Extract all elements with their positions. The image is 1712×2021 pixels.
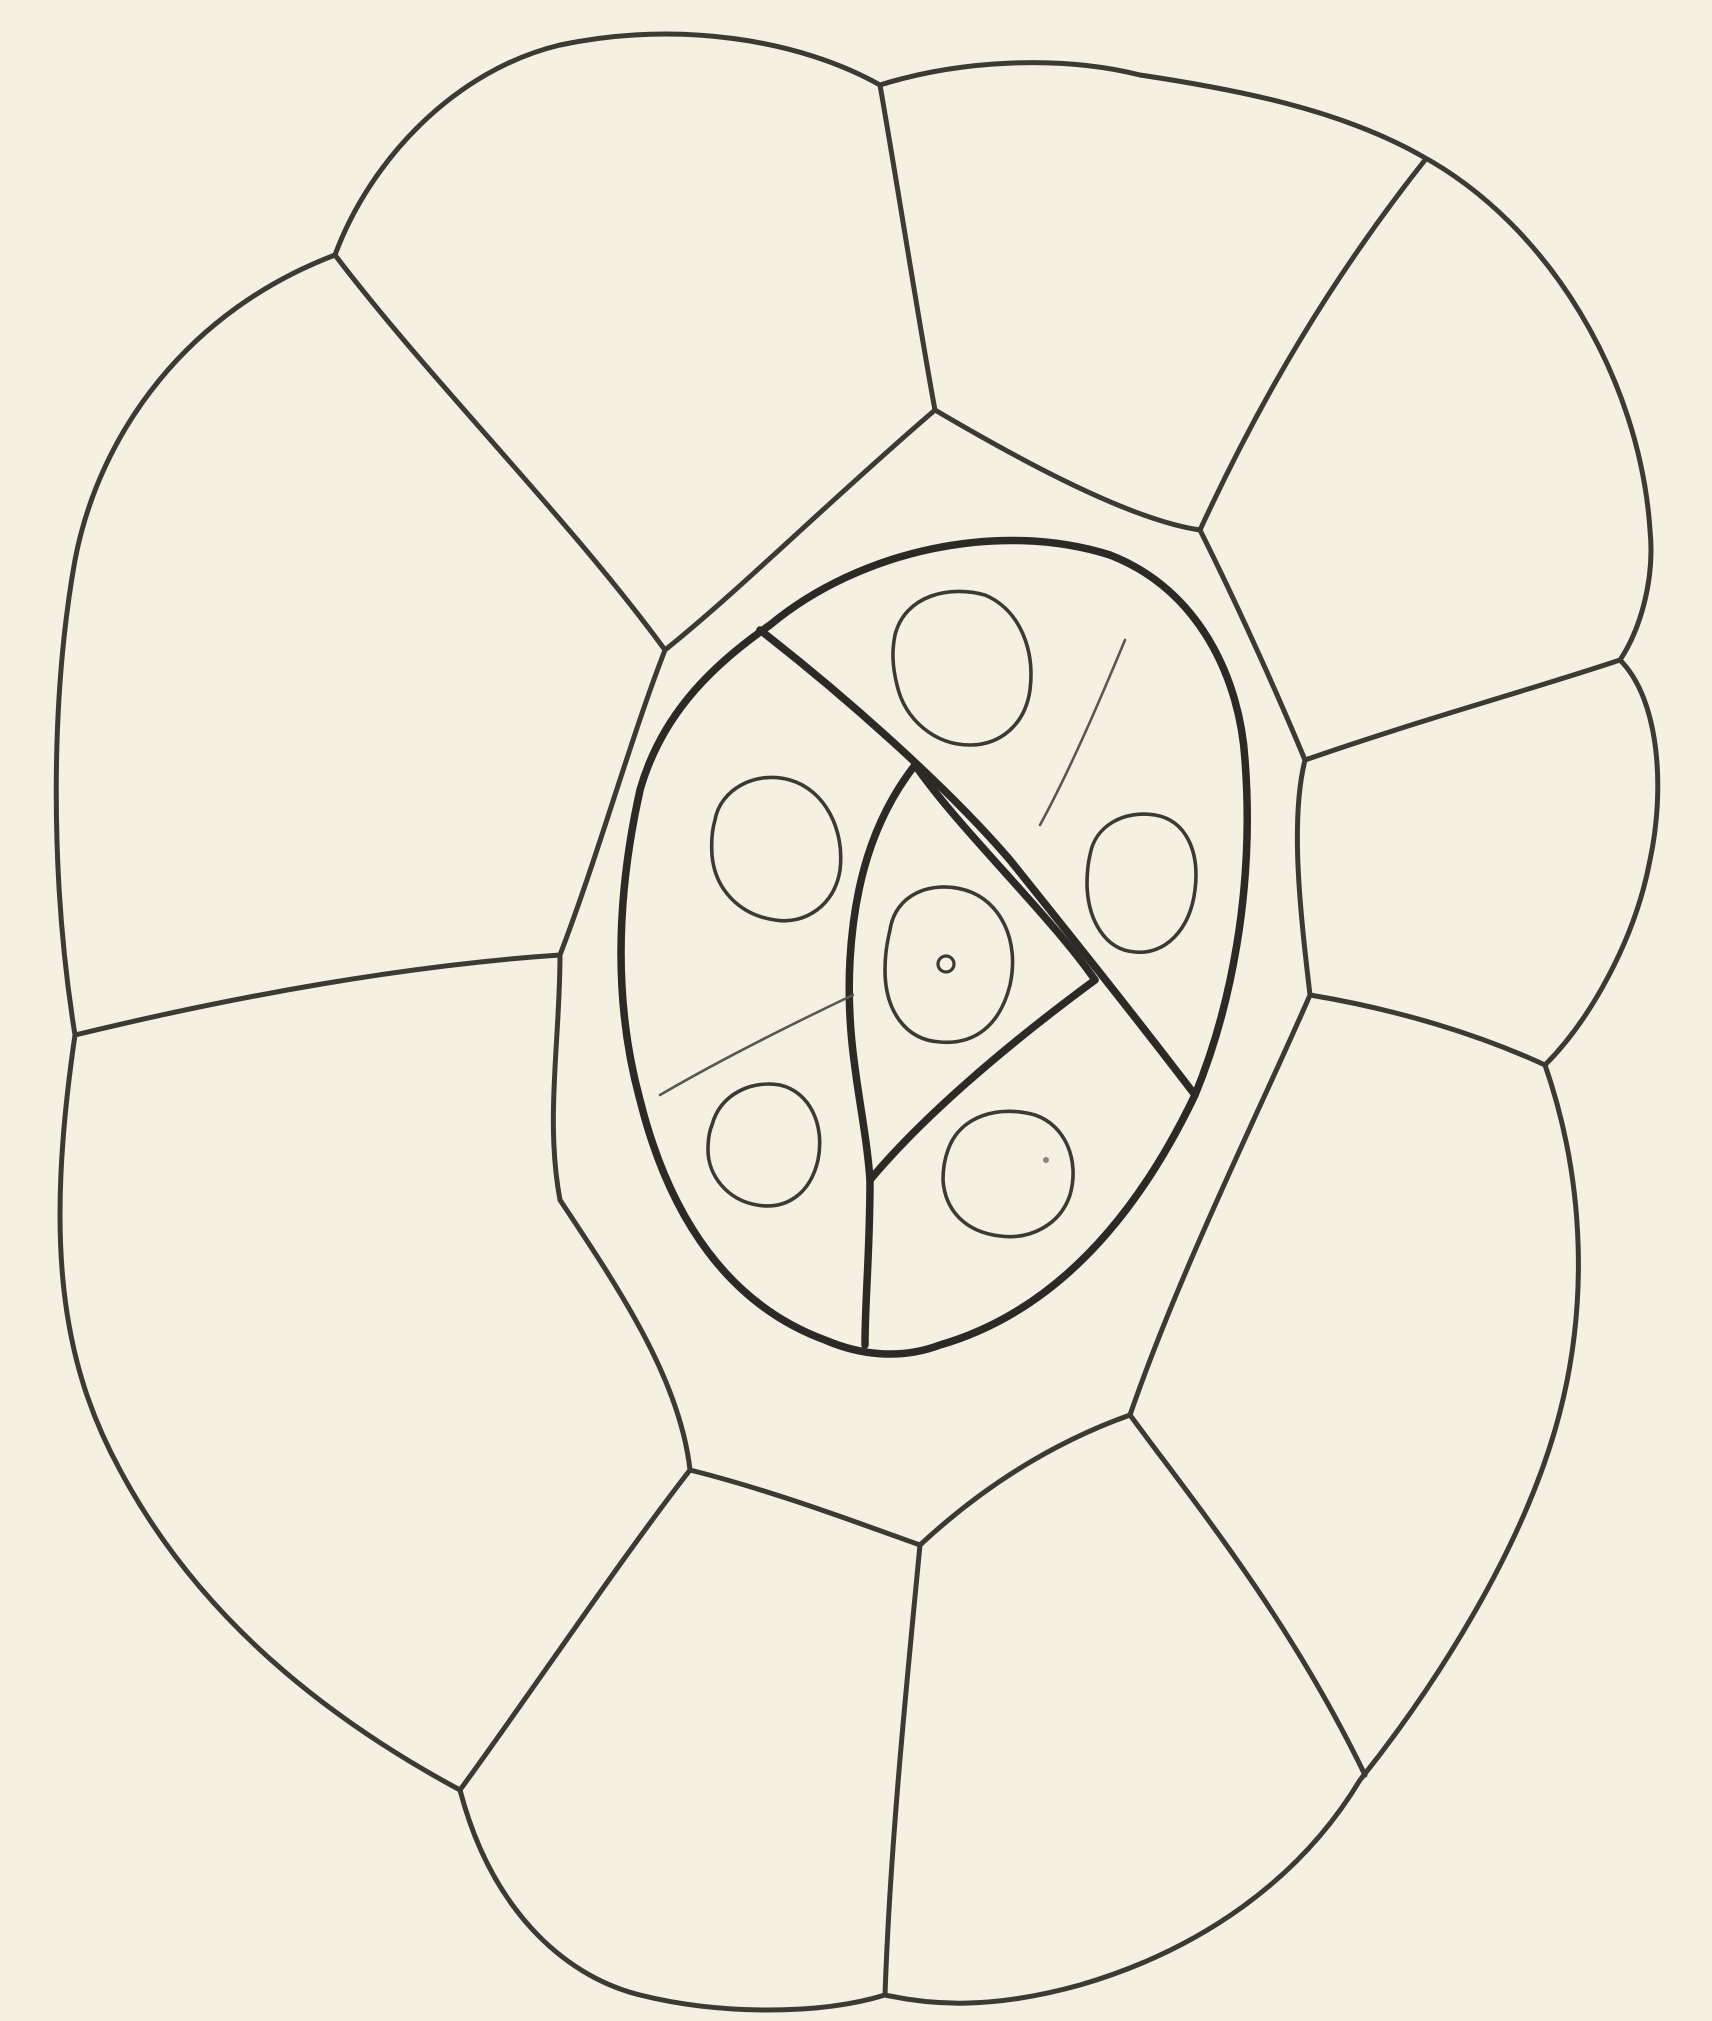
cell-wall-bottom-left — [460, 1470, 690, 1790]
central-wall-lower — [870, 980, 1095, 1180]
cell-wall-lower-right — [1310, 995, 1545, 1065]
central-wall-diagonal — [760, 630, 1195, 1095]
nucleus-center — [885, 887, 1013, 1042]
nucleolus-center — [938, 956, 954, 972]
speck-lower-right — [1043, 1157, 1049, 1163]
cell-wall-bottom — [885, 1545, 920, 1995]
nucleus-left — [712, 777, 841, 920]
cell-wall-right — [1305, 660, 1620, 760]
outer-boundary — [56, 34, 1658, 2010]
thin-wall-lower-left — [660, 995, 853, 1095]
nucleus-lower-right — [943, 1111, 1073, 1236]
cell-wall-upper-right — [1200, 160, 1425, 530]
inner-ring — [553, 410, 1310, 1545]
nucleus-top — [893, 591, 1031, 745]
central-wall-inner-left — [849, 765, 915, 1345]
cell-wall-bottom-right — [1130, 1415, 1365, 1775]
nucleus-right — [1087, 814, 1196, 952]
thin-wall-upper-right — [1040, 640, 1125, 825]
cell-wall-top — [880, 85, 935, 410]
cell-wall-upper-left — [335, 255, 665, 650]
cell-wall-left — [75, 955, 560, 1035]
central-wall-inner-right — [915, 765, 1095, 980]
central-cluster-boundary — [621, 540, 1247, 1354]
nucleus-lower-left — [708, 1084, 820, 1206]
